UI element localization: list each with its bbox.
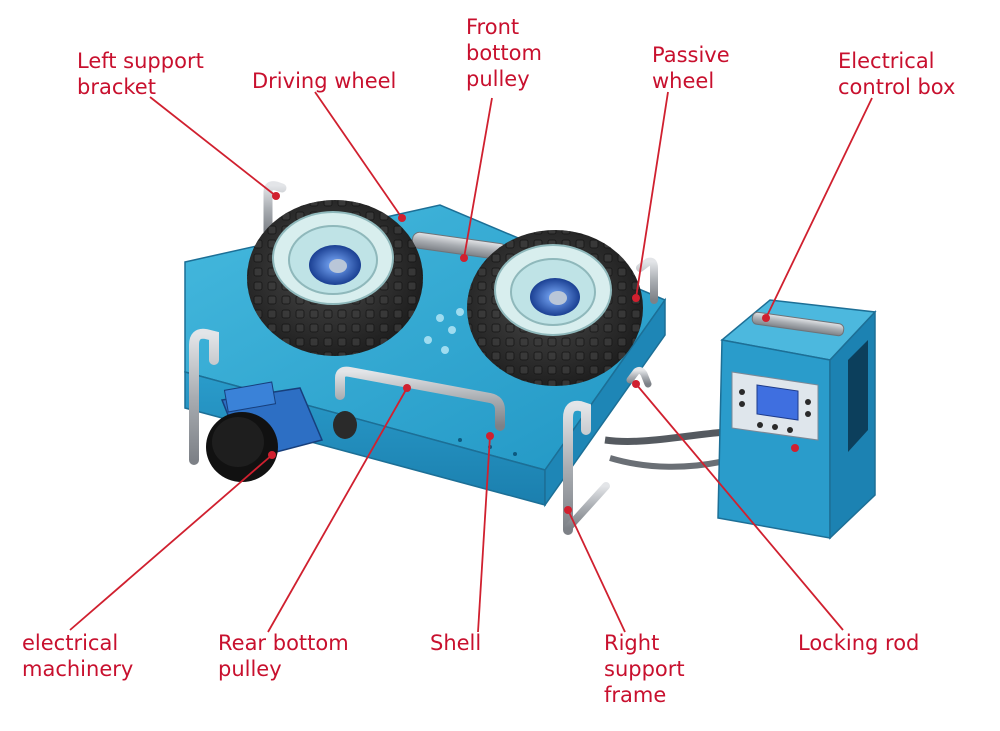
left-support-bracket-shape <box>263 181 287 237</box>
electrical-control-box-shape <box>717 299 877 540</box>
label-front-bottom-pulley: Front bottom pulley <box>466 15 542 91</box>
label-passive-wheel: Passive wheel <box>652 43 730 93</box>
cables <box>604 428 726 470</box>
leader-passive-wheel <box>635 91 669 299</box>
leader-driving-wheel <box>314 91 403 219</box>
leader-lines <box>69 91 873 633</box>
leader-electrical-control-box <box>765 97 873 319</box>
leader-rear-bottom-pulley <box>267 387 408 633</box>
label-driving-wheel: Driving wheel <box>252 69 397 93</box>
label-left-support-bracket: Left support bracket <box>77 49 204 99</box>
label-electrical-control-box: Electrical control box <box>838 49 956 99</box>
leader-left-support-bracket <box>149 96 277 197</box>
locking-rod-shape <box>626 366 652 388</box>
leader-right-support-frame <box>567 509 626 633</box>
leader-shell <box>477 435 491 633</box>
label-rear-bottom-pulley: Rear bottom pulley <box>218 631 349 681</box>
label-shell: Shell <box>430 631 482 655</box>
right-support-frame-shape <box>563 400 610 535</box>
leader-dots <box>268 192 770 514</box>
passive-side-bracket <box>636 257 658 304</box>
driving-wheel-shape <box>247 200 423 356</box>
label-right-support-frame: Right support frame <box>604 631 685 707</box>
rear-bottom-pulley-shape <box>335 366 505 431</box>
leader-front-bottom-pulley <box>463 97 493 259</box>
leader-electrical-machinery <box>69 454 273 631</box>
passive-wheel-shape <box>467 230 643 386</box>
label-locking-rod: Locking rod <box>798 631 920 655</box>
left-front-frame <box>189 328 219 465</box>
leader-locking-rod <box>635 383 844 631</box>
label-electrical-machinery: electrical machinery <box>22 631 134 681</box>
